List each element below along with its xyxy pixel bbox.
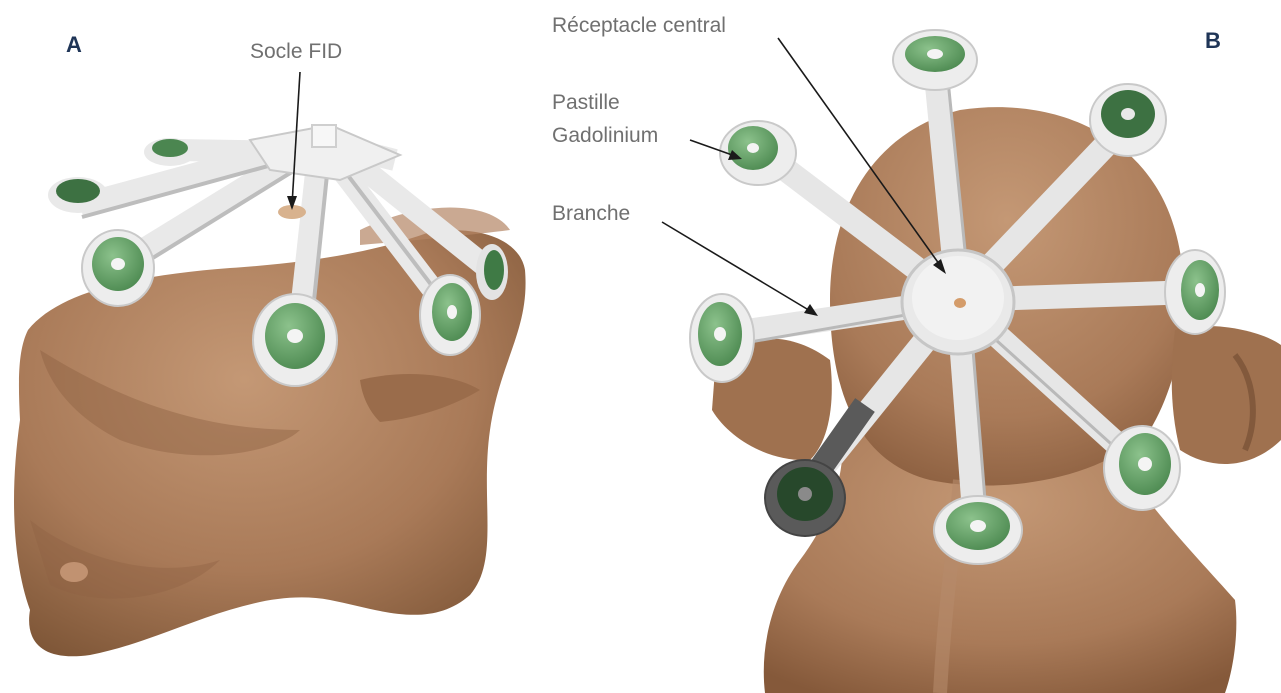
gadolinium-pad [253,294,337,386]
panel-b-letter: B [1205,28,1221,53]
gadolinium-pad [1165,250,1225,334]
callout-branche-label: Branche [552,202,630,225]
gadolinium-pad [1090,84,1166,156]
gadolinium-pad [934,496,1022,564]
gadolinium-pad [82,230,154,306]
gadolinium-pad [144,138,196,166]
panel-a-letter: A [66,32,82,57]
gadolinium-pad [893,30,977,90]
callout-pastille-gadolinium: Pastille Gadolinium [552,91,742,160]
callout-pastille-label-line1: Pastille [552,91,620,114]
gadolinium-pad [1104,426,1180,510]
callout-socle-fid-label: Socle FID [250,40,342,63]
gadolinium-pad [765,460,845,536]
gadolinium-pad [420,275,480,355]
callout-pastille-label-line2: Gadolinium [552,124,658,147]
monkey-head-back-view [712,107,1281,693]
panel-a: A [14,32,526,656]
gadolinium-pad [48,177,108,213]
panel-b: B [552,14,1281,693]
gadolinium-pad [690,294,754,382]
callout-branche: Branche [552,202,818,316]
callout-receptacle-central-label: Réceptacle central [552,14,726,37]
gadolinium-pad [476,244,508,300]
